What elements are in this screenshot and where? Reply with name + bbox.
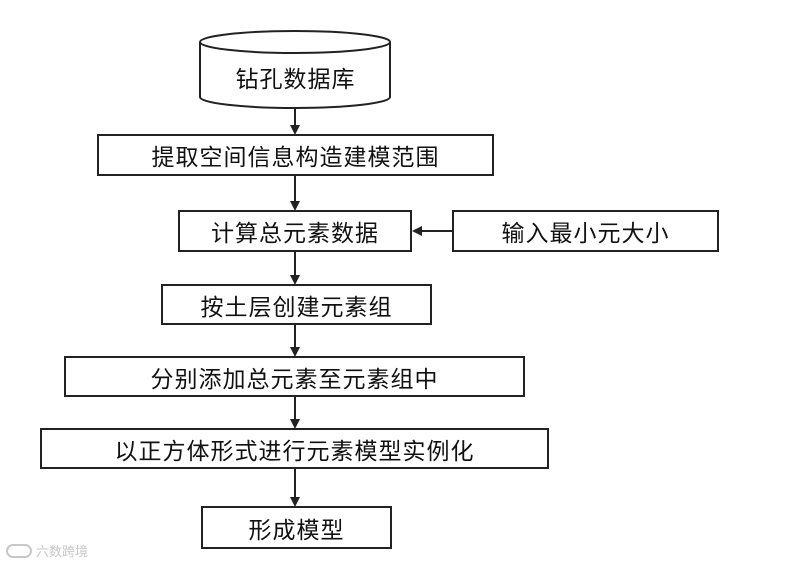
watermark-text: 六数跨境 <box>36 545 89 560</box>
step-extract-spatial-range: 提取空间信息构造建模范围 <box>97 134 494 176</box>
watermark: 六数跨境 <box>6 541 88 560</box>
database-label: 钻孔数据库 <box>235 67 356 93</box>
step-create-element-groups: 按土层创建元素组 <box>161 284 432 325</box>
watermark-logo-icon <box>6 543 32 558</box>
input-min-element-size: 输入最小元大小 <box>452 210 719 252</box>
step-add-elements-to-groups: 分别添加总元素至元素组中 <box>64 356 525 397</box>
step-form-model: 形成模型 <box>201 506 392 549</box>
database-cylinder <box>199 30 391 109</box>
step-instantiate-cube-models: 以正方体形式进行元素模型实例化 <box>40 428 549 469</box>
step-compute-elements: 计算总元素数据 <box>178 210 412 252</box>
